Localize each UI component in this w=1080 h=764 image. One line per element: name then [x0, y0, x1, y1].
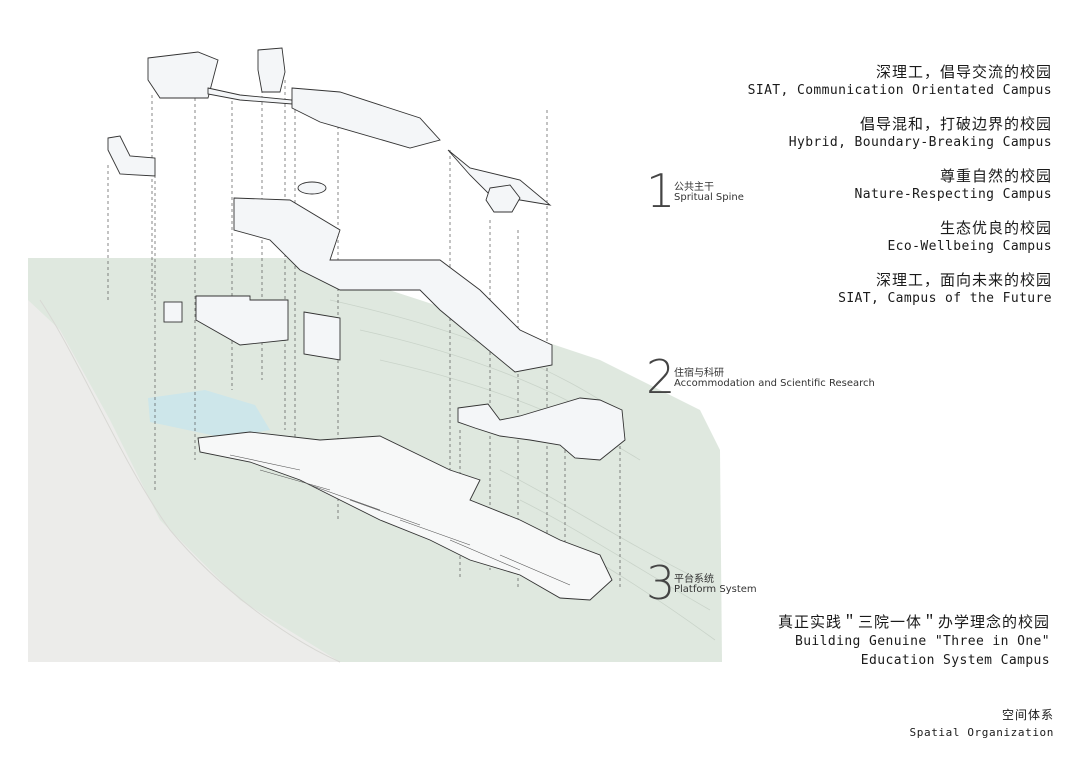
slogan-cn: 倡导混和，打破边界的校园 [859, 115, 1052, 133]
spine-buildings [107, 47, 553, 373]
contour-lines [329, 299, 716, 641]
slogan-cn: 尊重自然的校园 [939, 167, 1052, 185]
slogan-en: SIAT, Communication Orientated Campus [747, 83, 1052, 98]
layer-cn: 住宿与科研 [674, 368, 724, 379]
curved-wing [447, 149, 552, 206]
research-block-b [195, 295, 289, 346]
platform-system [197, 431, 613, 601]
terrain-road-edge [39, 299, 341, 663]
slogan-cn: 深理工，倡导交流的校园 [875, 63, 1052, 81]
layer-en: Accommodation and Scientific Research [674, 378, 875, 389]
dorm-cluster [457, 397, 626, 461]
slogan-en: Hybrid, Boundary-Breaking Campus [788, 135, 1052, 150]
tower-left [147, 51, 219, 99]
layer-en: Spritual Spine [674, 192, 744, 203]
caption-cn: 空间体系 [1001, 708, 1054, 722]
diagram-caption: 空间体系 Spatial Organization [910, 706, 1054, 741]
research-buildings [163, 295, 626, 461]
caption-en: Spatial Organization [909, 726, 1054, 739]
slogan-item: 深理工，面向未来的校园 SIAT, Campus of the Future [748, 270, 1052, 308]
layer-number: 2 [646, 350, 676, 404]
research-block-c [303, 311, 341, 361]
slogan-en: SIAT, Campus of the Future [838, 291, 1052, 306]
long-block-top [291, 87, 441, 149]
drum-pavilion [297, 181, 327, 195]
slogan-cn: 深理工，面向未来的校园 [875, 271, 1052, 289]
slogan-list: 深理工，倡导交流的校园 SIAT, Communication Orientat… [748, 62, 1052, 322]
final-slogan-en-2: Education System Campus [860, 653, 1050, 668]
slogan-item: 生态优良的校园 Eco-Wellbeing Campus [748, 218, 1052, 256]
slogan-en: Eco-Wellbeing Campus [887, 239, 1052, 254]
terrain-gray-road [28, 300, 340, 662]
layer-cn: 平台系统 [674, 574, 714, 585]
pond [148, 390, 270, 438]
small-block-a [163, 301, 183, 323]
layer-number: 1 [646, 164, 676, 218]
final-slogan-cn: 真正实践＂三院一体＂办学理念的校园 [777, 613, 1050, 631]
slogan-item: 尊重自然的校园 Nature-Respecting Campus [748, 166, 1052, 204]
layer-en: Platform System [674, 584, 757, 595]
platform-main [197, 431, 613, 601]
spine-main [233, 197, 553, 373]
l-block [107, 135, 156, 177]
platform-grid [229, 454, 571, 586]
final-slogan: 真正实践＂三院一体＂办学理念的校园 Building Genuine "Thre… [778, 612, 1050, 670]
tower-mid [257, 47, 286, 93]
slogan-item: 深理工，倡导交流的校园 SIAT, Communication Orientat… [748, 62, 1052, 100]
layer-cn: 公共主干 [674, 182, 714, 193]
hex-pavilion [485, 184, 521, 213]
final-slogan-en-1: Building Genuine "Three in One" [794, 634, 1050, 649]
layer-number: 3 [646, 556, 676, 610]
slogan-en: Nature-Respecting Campus [854, 187, 1052, 202]
slogan-item: 倡导混和，打破边界的校园 Hybrid, Boundary-Breaking C… [748, 114, 1052, 152]
slogan-cn: 生态优良的校园 [939, 219, 1052, 237]
